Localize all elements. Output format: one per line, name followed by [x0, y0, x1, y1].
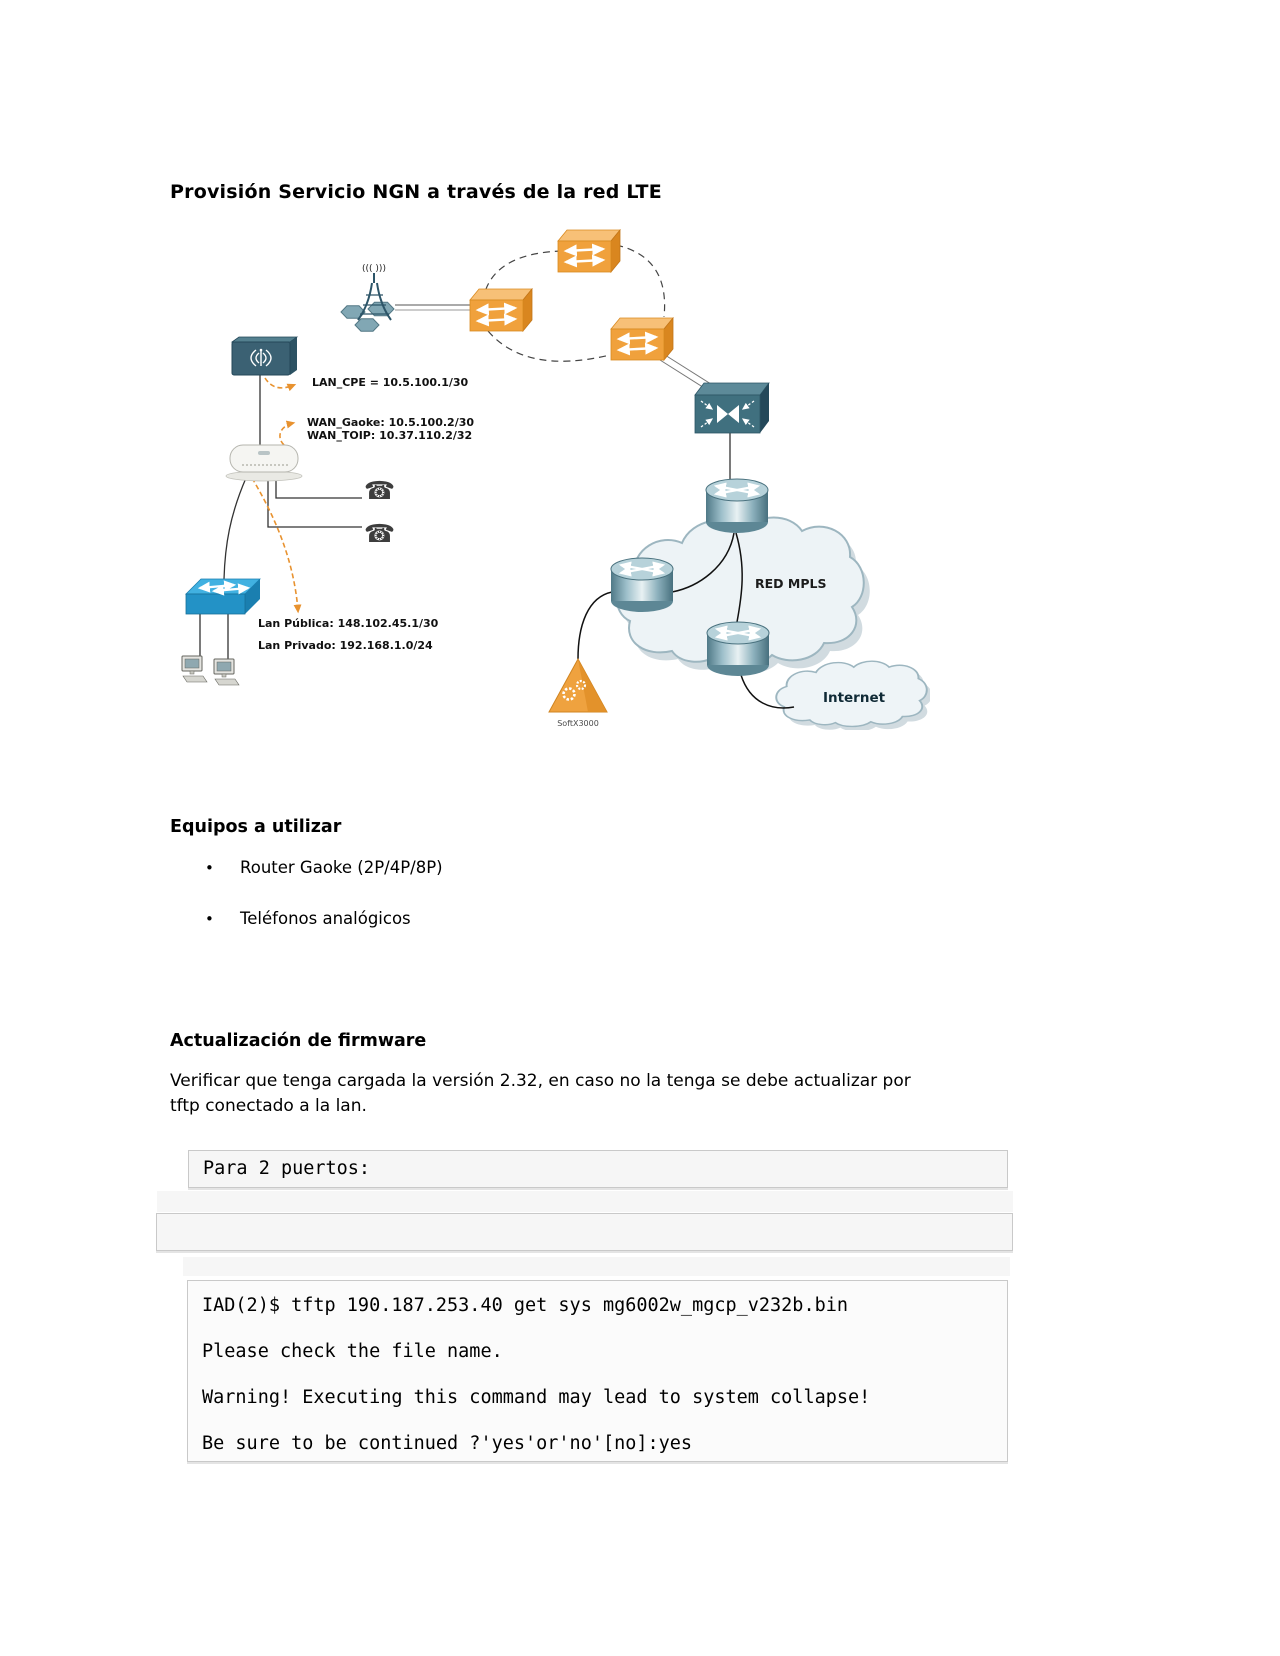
gear-icon	[562, 687, 576, 701]
code-intro-text: Para 2 puertos:	[203, 1158, 371, 1179]
desktop-pc-icon	[181, 655, 208, 683]
code-intro-box: Para 2 puertos:	[188, 1150, 1008, 1188]
router-icon	[707, 622, 769, 676]
wan-gaoke-label: WAN_Gaoke: 10.5.100.2/30	[307, 416, 474, 429]
gaoke-router-icon	[225, 444, 303, 482]
bullet-icon: •	[205, 910, 214, 928]
softswitch-label: SoftX3000	[557, 719, 599, 728]
wan-toip-label: WAN_TOIP: 10.37.110.2/32	[307, 429, 472, 442]
cell-tower-icon: ((( )))	[340, 264, 395, 332]
terminal-line: IAD(2)$ tftp 190.187.253.40 get sys mg60…	[202, 1295, 849, 1316]
radio-waves-glyph: ((( )))	[362, 264, 386, 274]
equipment-heading: Equipos a utilizar	[170, 816, 342, 837]
firmware-paragraph: Verificar que tenga cargada la versión 2…	[170, 1069, 1070, 1119]
gray-band	[157, 1191, 1013, 1212]
terminal-output-box: IAD(2)$ tftp 190.187.253.40 get sys mg60…	[187, 1280, 1008, 1462]
terminal-line: Warning! Executing this command may lead…	[202, 1387, 871, 1408]
list-item: • Teléfonos analógicos	[205, 909, 411, 928]
lan-connector-lines	[199, 375, 362, 659]
analog-phone-icon: ☎	[364, 476, 395, 505]
core-links	[577, 532, 795, 709]
gear-icon	[575, 679, 587, 691]
analog-phone-icon: ☎	[364, 519, 395, 548]
gray-band	[183, 1257, 1010, 1276]
router-icon	[706, 479, 768, 533]
mpls-cloud-label: RED MPLS	[755, 576, 826, 591]
lte-switch-icon	[470, 289, 532, 331]
paragraph-line: Verificar que tenga cargada la versión 2…	[170, 1071, 911, 1091]
lan-publica-label: Lan Pública: 148.102.45.1/30	[258, 617, 439, 630]
list-item: • Router Gaoke (2P/4P/8P)	[205, 858, 443, 877]
internet-cloud-label: Internet	[823, 690, 886, 706]
softswitch-icon	[548, 657, 608, 713]
network-diagram: ((( )))	[170, 215, 932, 732]
lan-privado-label: Lan Privado: 192.168.1.0/24	[258, 639, 433, 652]
antenna-icon	[250, 349, 272, 367]
wireless-cpe-icon	[230, 336, 299, 376]
page-title: Provisión Servicio NGN a través de la re…	[170, 180, 662, 203]
firmware-heading: Actualización de firmware	[170, 1030, 427, 1051]
network-diagram-svg: ((( )))	[181, 215, 932, 732]
lte-ring-dashed-arcs	[485, 244, 666, 362]
bullet-icon: •	[205, 859, 214, 877]
ethernet-switch-icon	[185, 578, 261, 615]
list-item-text: Router Gaoke (2P/4P/8P)	[240, 858, 443, 877]
empty-code-box	[156, 1213, 1013, 1251]
lte-switch-icon	[611, 318, 673, 360]
label-arrows	[251, 377, 302, 614]
list-item-text: Teléfonos analógicos	[240, 909, 411, 928]
paragraph-line: tftp conectado a la lan.	[170, 1096, 367, 1116]
atm-switch-icon	[694, 382, 770, 434]
terminal-line: Please check the file name.	[202, 1341, 503, 1362]
lan-cpe-label: LAN_CPE = 10.5.100.1/30	[312, 376, 469, 389]
lte-switch-icon	[558, 230, 620, 272]
desktop-pc-icon	[213, 658, 240, 686]
radio-link-lines	[395, 304, 470, 311]
terminal-line: Be sure to be continued ?'yes'or'no'[no]…	[202, 1433, 693, 1454]
router-icon	[611, 558, 673, 612]
